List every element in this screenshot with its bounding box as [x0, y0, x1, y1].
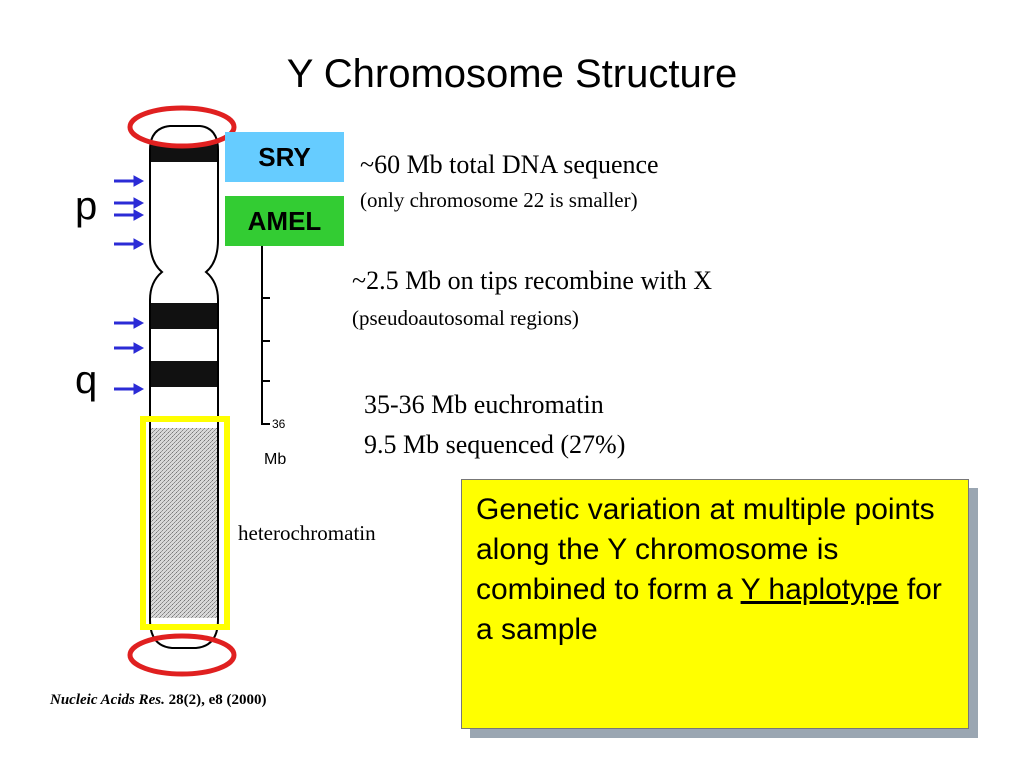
callout-text-end: for a sample — [476, 573, 942, 646]
scale-value: 36 — [272, 417, 286, 431]
marker-arrow — [114, 175, 145, 187]
sry-gene-label: SRY — [225, 132, 344, 182]
marker-arrow — [114, 317, 145, 329]
total-size-note: ~60 Mb total DNA sequence — [360, 150, 659, 179]
heterochromatin-region — [151, 428, 217, 618]
marker-arrow — [114, 209, 145, 221]
marker-arrow — [114, 383, 145, 395]
citation: Nucleic Acids Res. 28(2), e8 (2000) — [50, 692, 266, 709]
citation-journal: Nucleic Acids Res. — [50, 692, 165, 708]
euchromatin-note: 35-36 Mb euchromatin — [364, 390, 604, 419]
citation-details: 28(2), e8 (2000) — [164, 692, 267, 708]
p-arm-label: p — [75, 184, 98, 228]
haplotype-callout: Genetic variation at multiple points alo… — [461, 479, 969, 729]
chromosome-band — [151, 144, 217, 162]
marker-arrow — [114, 342, 145, 354]
pseudoautosomal-tip-bottom — [127, 633, 237, 677]
slide-title: Y Chromosome Structure — [286, 52, 738, 96]
q-arm-label: q — [75, 358, 98, 402]
chromosome-band — [151, 303, 217, 329]
pseudoautosomal-tip-top — [127, 105, 237, 149]
marker-arrow — [114, 238, 145, 250]
heterochromatin-box — [140, 416, 230, 630]
callout-text: Genetic variation at multiple points alo… — [476, 493, 935, 606]
haplotype-term: Y haplotype — [740, 573, 899, 606]
sequenced-note: 9.5 Mb sequenced (27%) — [364, 430, 626, 459]
chromosome-band — [151, 361, 217, 387]
scale-unit: Mb — [264, 451, 286, 468]
total-size-subnote: (only chromosome 22 is smaller) — [360, 188, 638, 212]
marker-arrow — [114, 197, 145, 209]
tips-note: ~2.5 Mb on tips recombine with X — [352, 266, 712, 295]
heterochromatin-label: heterochromatin — [238, 521, 376, 545]
tips-subnote: (pseudoautosomal regions) — [352, 306, 579, 330]
amel-gene-label: AMEL — [225, 196, 344, 246]
